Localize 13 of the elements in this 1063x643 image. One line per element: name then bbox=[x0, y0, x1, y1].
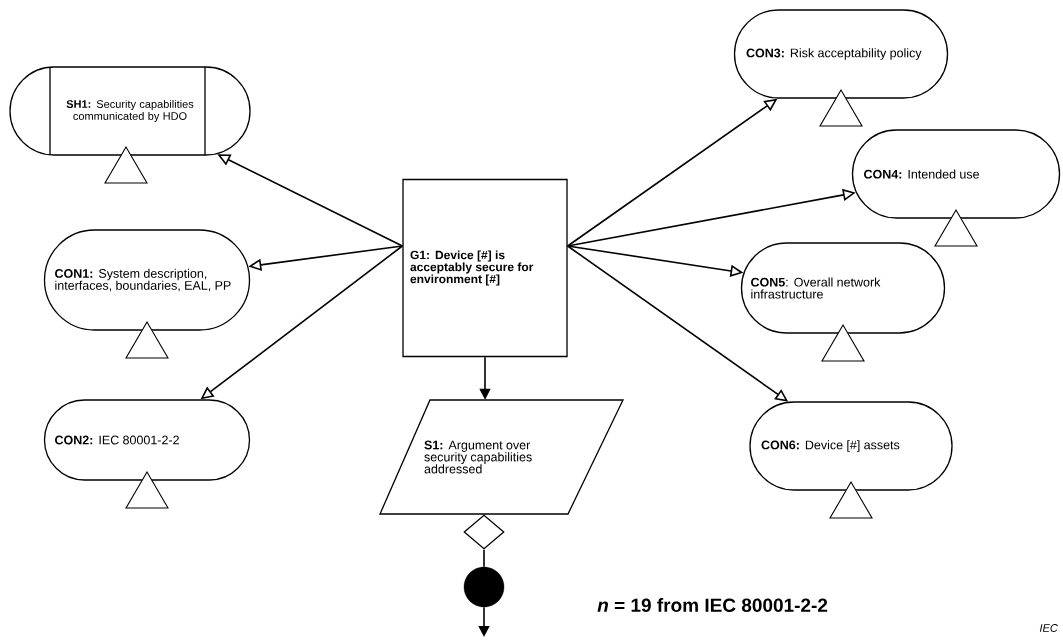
goal-box: G1: Device [#] is acceptably secure for environment [#] bbox=[402, 178, 568, 358]
context-box: CON2: IEC 80001-2-2 bbox=[43, 399, 251, 481]
option-diamond bbox=[463, 514, 505, 550]
context-box: CON6: Device [#] assets bbox=[749, 401, 953, 491]
context-box: CON3: Risk acceptability policy bbox=[733, 9, 949, 99]
figure-source: IEC bbox=[1039, 624, 1058, 632]
strategy-parallelogram: S1: Argument over security capabilities addressed bbox=[379, 399, 625, 515]
note-text: n = 19 from IEC 80001-2-2 bbox=[597, 598, 828, 612]
context-box: CON4: Intended use bbox=[851, 129, 1061, 219]
multiplicity-dot bbox=[463, 566, 505, 608]
context-box: CON5: Overall network infrastructure bbox=[740, 242, 946, 334]
context-box: CON1: System description, interfaces, boundaries, EAL, PP bbox=[43, 229, 251, 331]
stakeholder-box: SH1: Security capabilities communicated by HDO bbox=[9, 66, 251, 156]
